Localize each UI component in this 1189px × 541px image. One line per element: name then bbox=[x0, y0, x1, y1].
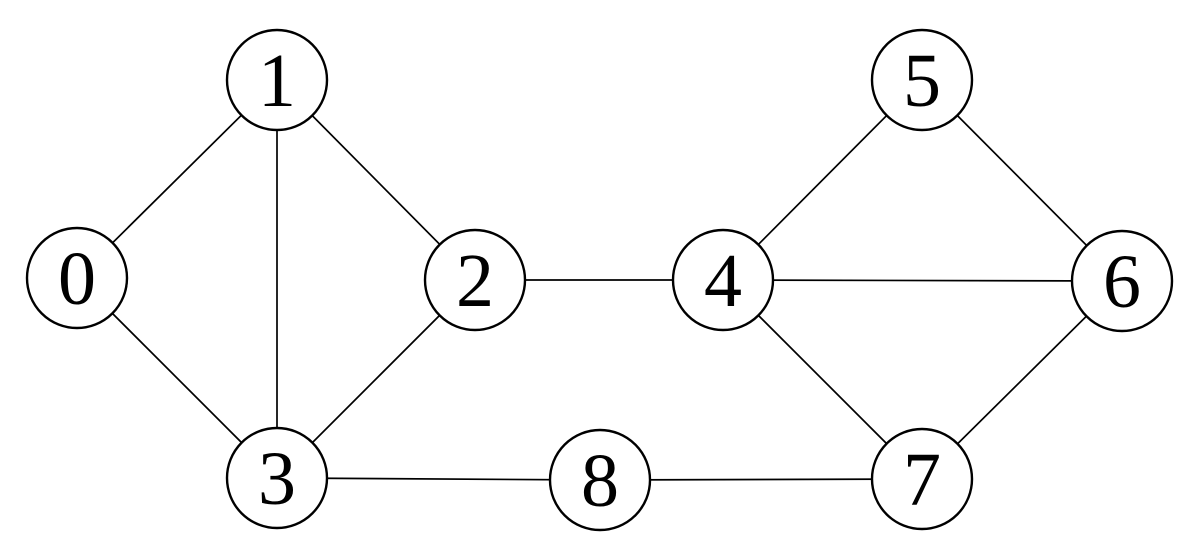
graph-node-circle-5 bbox=[870, 28, 974, 132]
graph-node-label-8: 8 bbox=[581, 439, 619, 523]
graph-node-label-6: 6 bbox=[1103, 240, 1141, 324]
graph-node-circle-1 bbox=[225, 28, 329, 132]
graph-node-circle-2 bbox=[423, 228, 527, 332]
graph-node-2: 2 bbox=[423, 228, 527, 332]
graph-node-7: 7 bbox=[870, 427, 974, 531]
graph-node-5: 5 bbox=[870, 28, 974, 132]
graph-node-6: 6 bbox=[1070, 229, 1174, 333]
graph-node-circle-0 bbox=[25, 226, 129, 330]
graph-node-label-0: 0 bbox=[58, 237, 96, 321]
graph-node-circle-3 bbox=[225, 426, 329, 530]
graph-node-8: 8 bbox=[548, 428, 652, 532]
graph-node-label-4: 4 bbox=[704, 239, 742, 323]
graph-node-circle-6 bbox=[1070, 229, 1174, 333]
graph-node-label-3: 3 bbox=[258, 437, 296, 521]
graph-node-circle-4 bbox=[671, 228, 775, 332]
graph-edge-7-8 bbox=[599, 478, 923, 481]
graph-node-label-1: 1 bbox=[258, 39, 296, 123]
graph-node-4: 4 bbox=[671, 228, 775, 332]
graph-node-1: 1 bbox=[225, 28, 329, 132]
graph-node-3: 3 bbox=[225, 426, 329, 530]
graph-edge-3-8 bbox=[276, 477, 601, 481]
graph-node-label-2: 2 bbox=[456, 239, 494, 323]
graph-node-label-7: 7 bbox=[903, 438, 941, 522]
nodes-layer: 0 1 2 3 4 5 6 7 8 bbox=[25, 28, 1174, 532]
graph-node-circle-7 bbox=[870, 427, 974, 531]
graph-node-0: 0 bbox=[25, 226, 129, 330]
graph-node-label-5: 5 bbox=[903, 39, 941, 123]
edges-layer bbox=[76, 79, 1123, 481]
graph-edge-4-6 bbox=[722, 279, 1123, 282]
graph-node-circle-8 bbox=[548, 428, 652, 532]
